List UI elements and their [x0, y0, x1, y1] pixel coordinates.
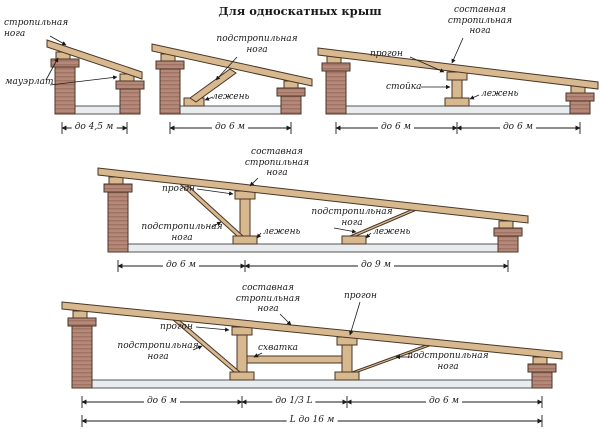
label-understrut-right: подстропильная нога — [311, 207, 393, 228]
wall-capital-left — [103, 183, 133, 193]
wall-right — [119, 88, 141, 115]
leader-rafter — [49, 35, 67, 46]
diagram-4 — [97, 167, 529, 272]
wall-left — [325, 70, 347, 115]
mauerlat-block-right — [498, 220, 514, 229]
rafter-beam — [97, 167, 529, 224]
dim-label-span-6m: до 6 м — [211, 122, 249, 133]
leader-mauerlat-left — [45, 57, 59, 81]
sleeper-block-right — [341, 235, 367, 245]
ceiling-slab — [127, 243, 499, 253]
tie-beam — [246, 355, 343, 364]
label-composite-rafter: составная стропильная нога — [447, 5, 513, 36]
post-beam — [239, 198, 251, 237]
post-beam-right — [341, 344, 353, 373]
rafter-beam — [317, 47, 599, 90]
wall-right — [569, 100, 591, 115]
rafter-beam — [46, 39, 143, 80]
wall-capital-right — [527, 363, 557, 373]
leader-understrut-right — [333, 227, 357, 234]
sleeper-block-left — [229, 371, 255, 381]
label-rafter-leg: стропильная нога — [4, 18, 69, 39]
leader-tie — [253, 352, 263, 358]
leader-understrut-left — [192, 345, 203, 351]
dim-label-left-6m: до 6 м — [143, 396, 181, 407]
dim-label-total-16m: L до 16 м — [286, 415, 338, 426]
wall-right — [280, 95, 302, 115]
ceiling-slab — [91, 379, 533, 389]
sleeper-block-right — [334, 371, 360, 381]
diagram-3 — [317, 37, 599, 134]
label-tie: схватка — [258, 343, 298, 353]
leader-purlin — [196, 188, 234, 196]
label-composite-rafter: составная стропильная нога — [244, 147, 310, 178]
label-sleeper: лежень — [481, 89, 519, 99]
wall-left — [71, 325, 93, 389]
dim-label-middle-third-L: до 1/3 L — [272, 396, 316, 407]
leader-composite-rafter — [249, 177, 259, 187]
wall-capital-left — [321, 62, 351, 72]
wall-capital-right — [276, 87, 306, 97]
dim-label-left-6m: до 6 м — [377, 122, 415, 133]
dim-label-right-6m: до 6 м — [499, 122, 537, 133]
label-understrut-left: подстропильная нога — [117, 341, 199, 362]
leader-understrut-left — [211, 221, 222, 228]
figure-title: Для односкатных крыш — [218, 4, 382, 18]
leader-sleeper — [204, 96, 214, 101]
dim-label-span-4-5m: до 4,5 м — [71, 122, 117, 133]
ceiling-slab — [345, 105, 571, 115]
wall-capital-right — [565, 92, 595, 102]
wall-capital-right — [115, 80, 145, 90]
label-understrut-right: подстропильная нога — [407, 351, 489, 372]
label-sleeper-mid: лежень — [263, 227, 301, 237]
leader-sleeper-mid — [256, 232, 262, 239]
leader-sleeper — [469, 94, 480, 100]
wall-right — [497, 235, 519, 253]
wall-left — [159, 68, 181, 115]
leader-purlin-left — [195, 326, 230, 332]
ceiling-slab — [74, 105, 121, 115]
wall-capital-left — [155, 60, 185, 70]
label-understrut-left: подстропильная нога — [141, 222, 223, 243]
leader-composite-rafter — [279, 313, 292, 326]
label-purlin: прогон — [162, 184, 195, 194]
label-mauerlat: мауэрлат — [5, 77, 54, 87]
leader-understrut — [215, 56, 238, 81]
leader-purlin — [409, 56, 445, 73]
ceiling-slab — [179, 105, 282, 115]
wall-capital-left — [67, 317, 97, 327]
dim-label-right-6m: до 6 м — [425, 396, 463, 407]
wall-capital-right — [493, 227, 523, 237]
diagram-2 — [151, 43, 313, 134]
label-post: стойка — [386, 82, 422, 92]
label-purlin-left: прогон — [160, 322, 193, 332]
sleeper-block-mid — [232, 235, 258, 245]
dim-label-left-6m: до 6 м — [162, 260, 200, 271]
label-sleeper-right: лежень — [373, 227, 411, 237]
rafter-beam — [151, 43, 313, 87]
post-beam — [451, 79, 463, 99]
label-purlin-right: прогон — [344, 291, 377, 301]
label-understrut-leg: подстропильная нога — [216, 34, 298, 55]
rafter-beam — [61, 301, 563, 360]
label-sleeper: лежень — [212, 92, 250, 102]
wall-right — [531, 371, 553, 389]
mauerlat-block-right — [532, 356, 548, 365]
sleeper-block — [444, 97, 470, 107]
label-composite-rafter: составная стропильная нога — [235, 283, 301, 314]
leader-mauerlat-right — [49, 75, 118, 86]
dim-label-right-9m: до 9 м — [357, 260, 395, 271]
leader-sleeper-right — [365, 232, 372, 239]
leader-purlin-right — [349, 301, 361, 336]
diagram-1 — [45, 35, 145, 134]
leader-composite-rafter — [451, 37, 464, 64]
wall-left — [54, 66, 76, 115]
wall-left — [107, 191, 129, 253]
label-purlin: прогон — [370, 49, 403, 59]
post-beam-left — [236, 334, 248, 373]
mauerlat-block-left — [72, 310, 88, 319]
